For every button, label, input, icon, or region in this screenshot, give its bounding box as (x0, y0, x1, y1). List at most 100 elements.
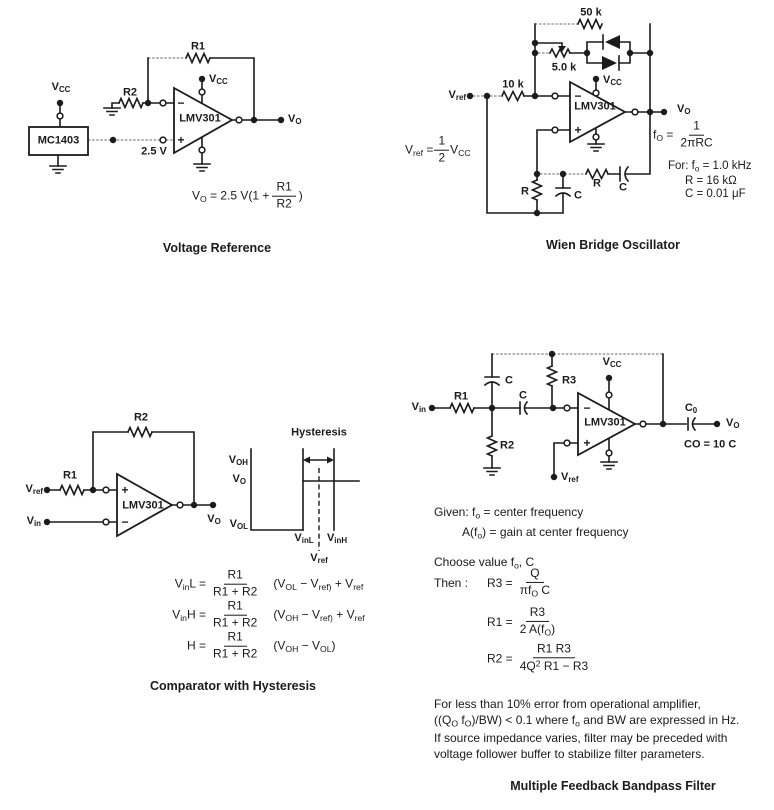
ground-symbols (49, 107, 211, 174)
comparator-caption: Comparator with Hysteresis (149, 679, 317, 693)
junction-dots (56, 75, 285, 144)
resistor-r-shunt (530, 178, 544, 202)
resistor-r3 (545, 364, 559, 388)
vin-input-label: Vin (411, 400, 426, 415)
noninverting-input-sign: + (583, 436, 591, 450)
r2-label: R2 (133, 411, 149, 424)
terminal-circles (102, 486, 184, 526)
vo-label: VO (677, 102, 691, 117)
inverting-input-sign: − (177, 96, 185, 110)
resistor-r2 (485, 434, 499, 458)
c-top-label: C (505, 374, 513, 387)
diode-down (602, 56, 617, 70)
potentiometer-5k (548, 47, 572, 59)
capacitor-c-top (483, 376, 501, 387)
c-shunt-label: C (574, 189, 582, 202)
voh-axis-label: VOH (228, 453, 248, 468)
vin-input-label: Vin (26, 514, 41, 529)
opamp-device-label: LMV301 (122, 499, 164, 512)
inverting-input-sign: − (583, 401, 591, 415)
vcc-pin-label: VCC (602, 355, 622, 370)
opamp-triangle (577, 391, 637, 457)
r-shunt-label: R (521, 185, 529, 198)
junction-dots (43, 486, 217, 526)
c0-label: C0 (684, 401, 698, 416)
vref-input-label: Vref (25, 482, 43, 497)
resistor-50k (576, 17, 604, 31)
vo-axis-label: VO (232, 472, 247, 487)
r10k-label: 10 k (502, 78, 524, 91)
inverting-input-sign: − (574, 89, 582, 103)
r1-label: R1 (62, 469, 78, 482)
wien-bridge-caption: Wien Bridge Oscillator (546, 238, 680, 252)
terminal-circles (563, 391, 647, 457)
vcc-pin-label: VCC (209, 72, 228, 87)
potentiometer-wiper-arrow (558, 46, 566, 52)
filter-note: For less than 10% error from operational… (434, 697, 740, 761)
gray-wires (473, 23, 586, 175)
opamp-triangle (569, 80, 627, 144)
junction-dots (428, 350, 721, 481)
given-text: Given: fo = center frequency A(fo) = gai… (434, 505, 629, 541)
capacitor-c-series (619, 165, 630, 183)
diode-pair (602, 34, 620, 71)
r2-label: R2 (122, 86, 138, 99)
vref-label: Vref (561, 470, 579, 485)
vcc-pin-label: VCC (603, 73, 622, 88)
noninverting-input-sign: + (574, 123, 582, 137)
vcc-input-label: VCC (51, 80, 71, 95)
junction-dots (466, 39, 668, 217)
wien-bridge-schematic (466, 17, 668, 217)
r2-label: R2 (500, 439, 515, 452)
noninverting-input-sign: + (177, 133, 185, 147)
opamp-device-label: LMV301 (584, 416, 626, 429)
then-label: Then : (434, 576, 469, 590)
vref-input-label: Vref (448, 88, 466, 103)
vinh-axis-label: VinH (326, 531, 348, 546)
vinl-axis-label: VinL (294, 531, 314, 546)
terminal-circles (56, 88, 243, 154)
capacitor-c-series (519, 400, 529, 416)
ground-symbol (587, 143, 605, 152)
resistor-r-series (584, 167, 610, 181)
vo-label: VO (207, 512, 221, 527)
mc1403-box (28, 126, 89, 156)
c-series-label: C (519, 389, 527, 402)
resistor-r2 (126, 425, 154, 439)
voltage-reference-schematic (28, 51, 285, 174)
resistor-r1 (58, 483, 86, 497)
comparator-schematic (43, 425, 360, 551)
r-series-label: R (593, 177, 601, 190)
ground-symbols (483, 461, 618, 476)
hysteresis-graph (250, 448, 360, 551)
resistor-r2 (117, 96, 145, 110)
choose-text: Choose value fo, C (434, 555, 535, 571)
ref-voltage-label: 2.5 V (141, 145, 167, 158)
opamp-device-label: LMV301 (574, 100, 616, 113)
resistor-r1 (184, 51, 212, 65)
opamp-device-label: LMV301 (179, 112, 221, 125)
r50k-label: 50 k (580, 6, 602, 19)
mc1403-label: MC1403 (37, 134, 80, 147)
vo-label: VO (288, 112, 302, 127)
fo-conditions: For: fo = 1.0 kHz R = 16 kΩ C = 0.01 μF (668, 160, 752, 201)
gray-wires (88, 57, 186, 141)
c0-value-note: CO = 10 C (684, 438, 737, 451)
graph-axes (250, 448, 304, 531)
opamp-triangle (173, 86, 234, 155)
r1-label: R1 (190, 40, 206, 53)
wires (434, 353, 715, 475)
r3-label: R3 (562, 374, 577, 387)
bandpass-filter-caption: Multiple Feedback Bandpass Filter (510, 779, 716, 793)
diode-up (605, 35, 620, 49)
